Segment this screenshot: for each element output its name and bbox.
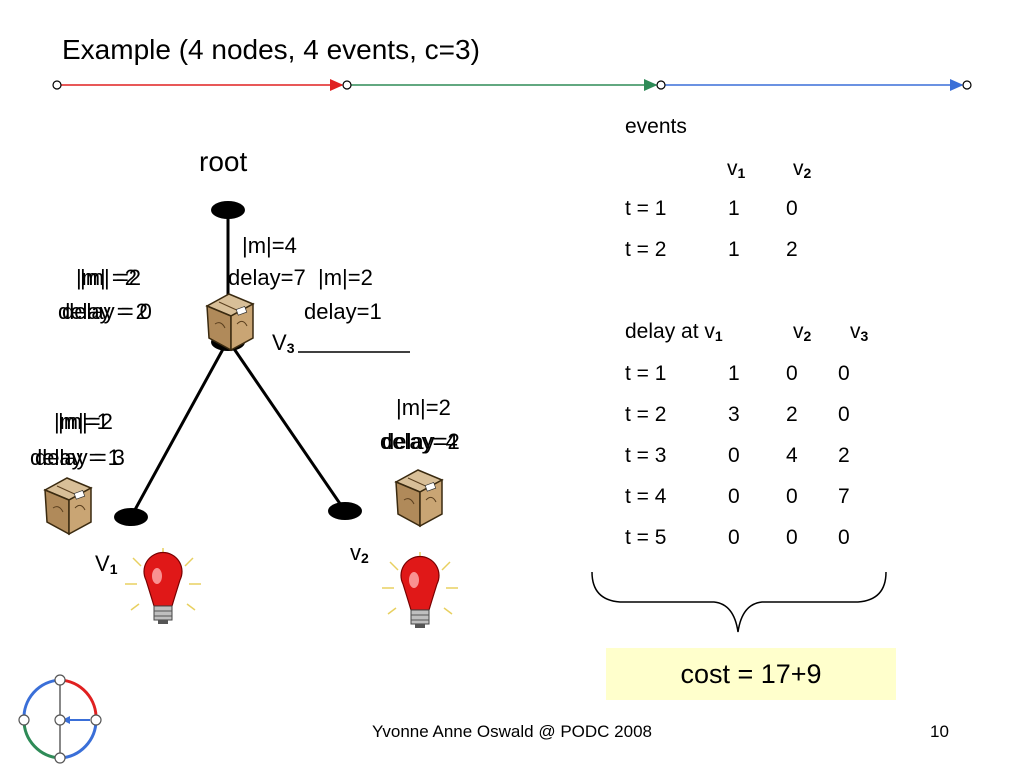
left-upper-delay-label: delay = 2 [58,299,148,324]
cost-box: cost = 17+9 [606,648,896,700]
root-node [211,201,245,219]
v2-label: v2 [350,540,369,566]
root-label: root [199,146,248,177]
edge-delay-label: delay=7 [228,265,306,290]
left-lower-m-label: |m|=2 [58,409,113,434]
v1-node [114,508,148,526]
delay-row-v3: 0 [838,362,850,385]
delay-row-v1: 0 [728,526,740,549]
delay-col-v2: v2 [793,320,812,344]
slide-title: Example (4 nodes, 4 events, c=3) [62,34,480,65]
delay-row-t: t = 2 [625,403,667,426]
events-row-v1: 1 [728,197,740,220]
delay-row-v1: 0 [728,485,740,508]
delay-row-v2: 2 [786,403,798,426]
delay-row-v1: 1 [728,362,740,385]
left-upper-m-label: |m| =2 [80,265,141,290]
lightbulb-icon [381,551,459,629]
edge-m-label: |m|=2 [318,265,373,290]
v2-node [328,502,362,520]
lightbulb-icon [124,547,202,625]
events-row-v2: 2 [786,238,798,261]
delay-row-v1: 0 [728,444,740,467]
delay-row-v2: 4 [786,444,798,467]
v3-label: V3 [272,330,295,356]
left-lower-m-label: |m|=1 [54,409,109,434]
footer-author: Yvonne Anne Oswald @ PODC 2008 [372,722,652,741]
delay-heading: delay at v1 [625,320,723,344]
edge-m-label: |m|=4 [242,233,297,258]
logo-icon [18,674,102,764]
delay-col-v3: v3 [850,320,869,344]
events-row-t: t = 2 [625,238,667,261]
right-m-label: |m|=2 [396,395,451,420]
events-row-t: t = 1 [625,197,667,220]
tree-edges [129,210,347,518]
events-row-v1: 1 [728,238,740,261]
right-delay-label: delay=4 [380,429,458,454]
delay-row-v2: 0 [786,485,798,508]
delay-row-v2: 0 [786,526,798,549]
delay-row-v3: 0 [838,526,850,549]
events-heading: events [625,115,687,138]
delay-row-v3: 0 [838,403,850,426]
edge-delay-label: delay=1 [304,299,382,324]
delay-row-t: t = 5 [625,526,667,549]
package-icon [395,469,443,527]
v1-label: V1 [95,551,118,577]
package-icon [44,477,92,535]
delay-row-v1: 3 [728,403,740,426]
left-lower-delay-label: delay = 3 [35,445,125,470]
events-col-v1: v1 [727,157,746,181]
left-upper-m-label: |m| =2 [76,265,137,290]
left-lower-delay-label: delay = 1 [30,445,120,470]
right-delay-label: delay=2 [382,429,460,454]
delay-row-v3: 7 [838,485,850,508]
page-number: 10 [930,722,949,741]
timeline-arrows [52,79,972,91]
delay-row-v2: 0 [786,362,798,385]
delay-row-t: t = 4 [625,485,667,508]
delay-row-t: t = 1 [625,362,667,385]
delay-row-v3: 2 [838,444,850,467]
left-upper-delay-label: delay = 0 [62,299,152,324]
events-row-v2: 0 [786,197,798,220]
events-col-v2: v2 [793,157,812,181]
delay-row-t: t = 3 [625,444,667,467]
brace [591,571,887,633]
